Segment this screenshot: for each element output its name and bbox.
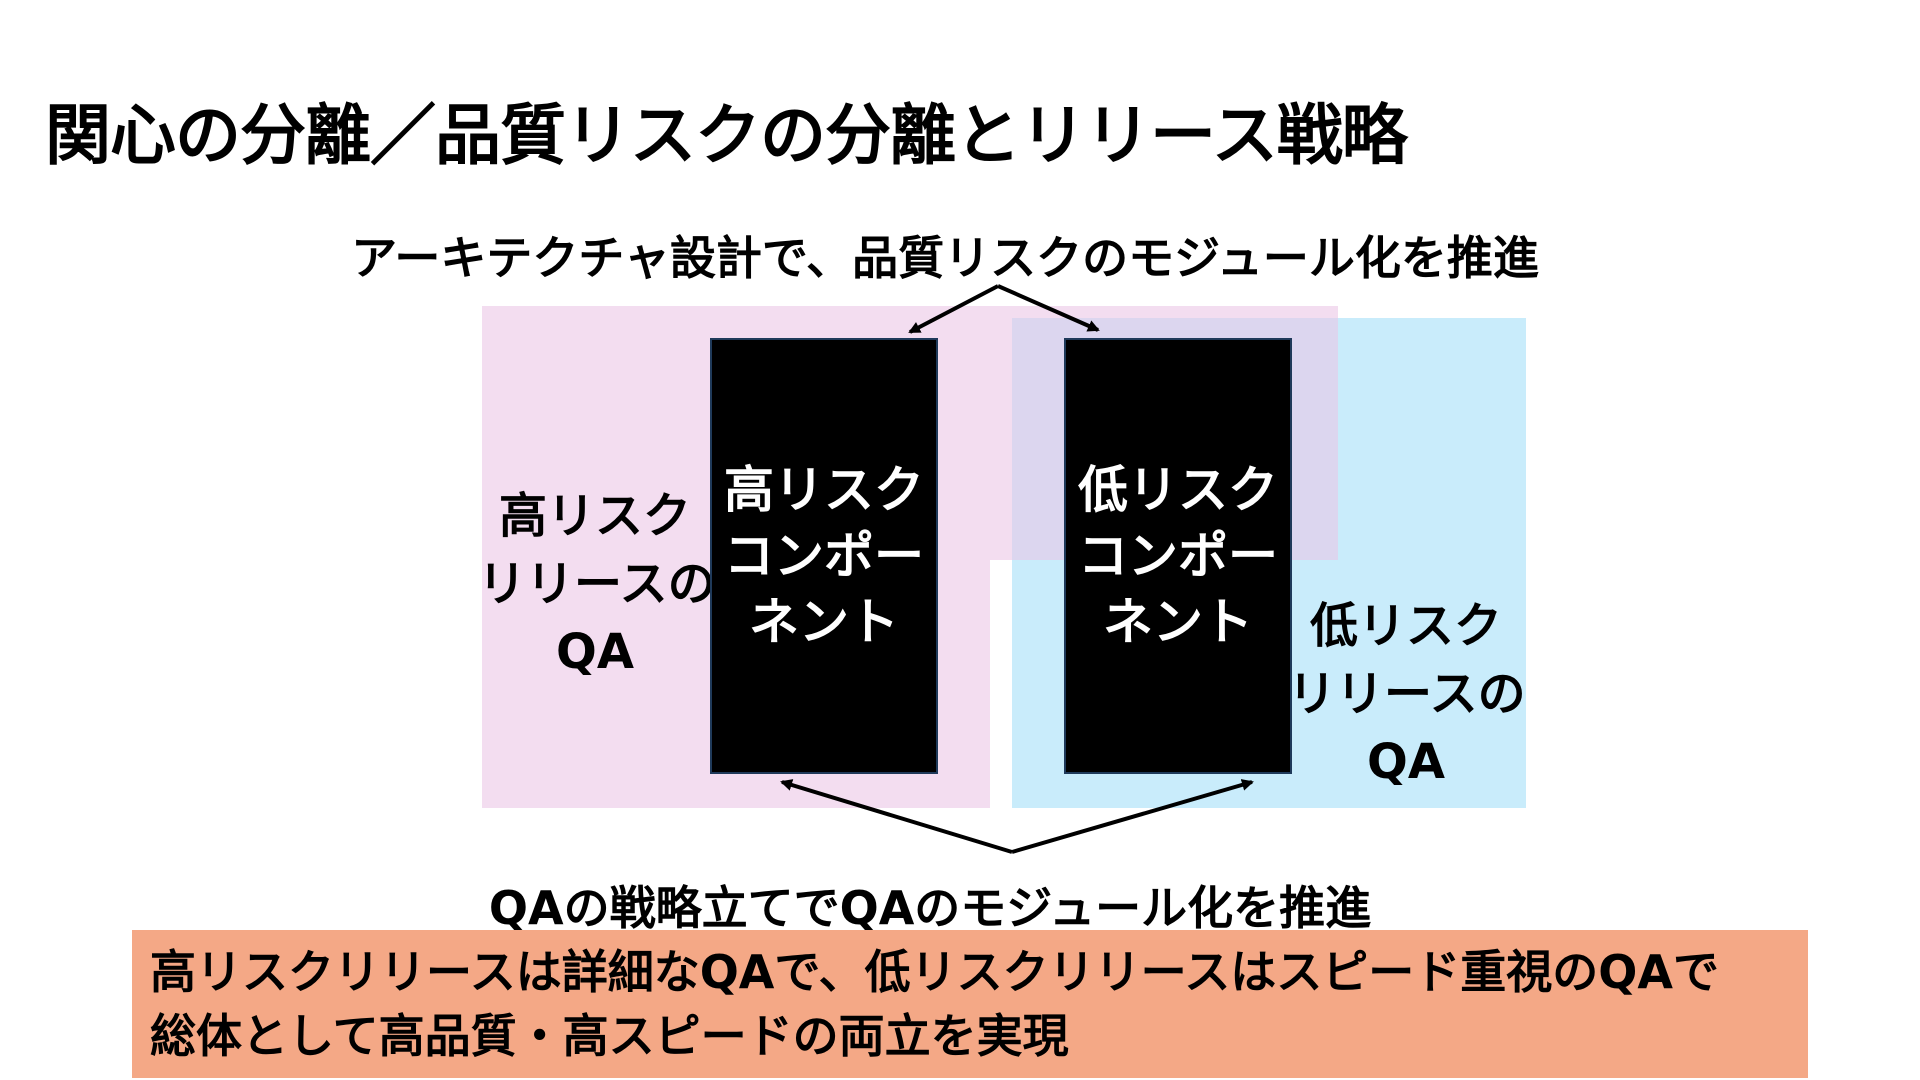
bottom-arrow-right (1011, 779, 1254, 854)
high-risk-component-line-2: コンポー (724, 527, 924, 585)
low-risk-component-line-1: 低リスク (1078, 461, 1278, 519)
high-risk-release-zone-extension (990, 306, 1338, 318)
high-risk-qa-line-1: 高リスク (498, 488, 691, 544)
summary-line-2: 総体として高品質・高スピードの両立を実現 (150, 1009, 1069, 1063)
high-risk-qa-line-3: QA (556, 624, 634, 680)
low-risk-component-line-2: コンポー (1078, 527, 1278, 585)
architecture-caption: アーキテクチャ設計で、品質リスクのモジュール化を推進 (351, 231, 1539, 285)
low-risk-qa-line-1: 低リスク (1309, 598, 1502, 654)
low-risk-qa-label: 低リスク リリースの QA (1288, 592, 1526, 796)
top-arrow-right (997, 284, 1100, 332)
qa-strategy-caption: QAの戦略立てでQAのモジュール化を推進 (488, 881, 1372, 935)
bottom-arrow-left (780, 779, 1013, 854)
high-risk-qa-label: 高リスク リリースの QA (478, 482, 716, 686)
page-title: 関心の分離／品質リスクの分離とリリース戦略 (45, 97, 1408, 174)
zone-gap (990, 560, 1012, 808)
summary-line-1: 高リスクリリースは詳細なQAで、低リスクリリースはスピード重視のQAで (150, 945, 1719, 999)
summary-box: 高リスクリリースは詳細なQAで、低リスクリリースはスピード重視のQAで 総体とし… (132, 930, 1808, 1078)
top-arrow-left (908, 284, 999, 334)
low-risk-qa-line-2: リリースの (1288, 666, 1526, 722)
high-risk-component-line-3: ネント (749, 593, 899, 651)
high-risk-component-line-1: 高リスク (724, 461, 924, 519)
high-risk-component: 高リスク コンポー ネント (710, 338, 938, 774)
high-risk-qa-line-2: リリースの (478, 556, 716, 612)
high-risk-release-zone-extension-side (990, 318, 1012, 560)
low-risk-component: 低リスク コンポー ネント (1064, 338, 1292, 774)
low-risk-component-line-3: ネント (1103, 593, 1253, 651)
low-risk-qa-line-3: QA (1367, 734, 1445, 790)
